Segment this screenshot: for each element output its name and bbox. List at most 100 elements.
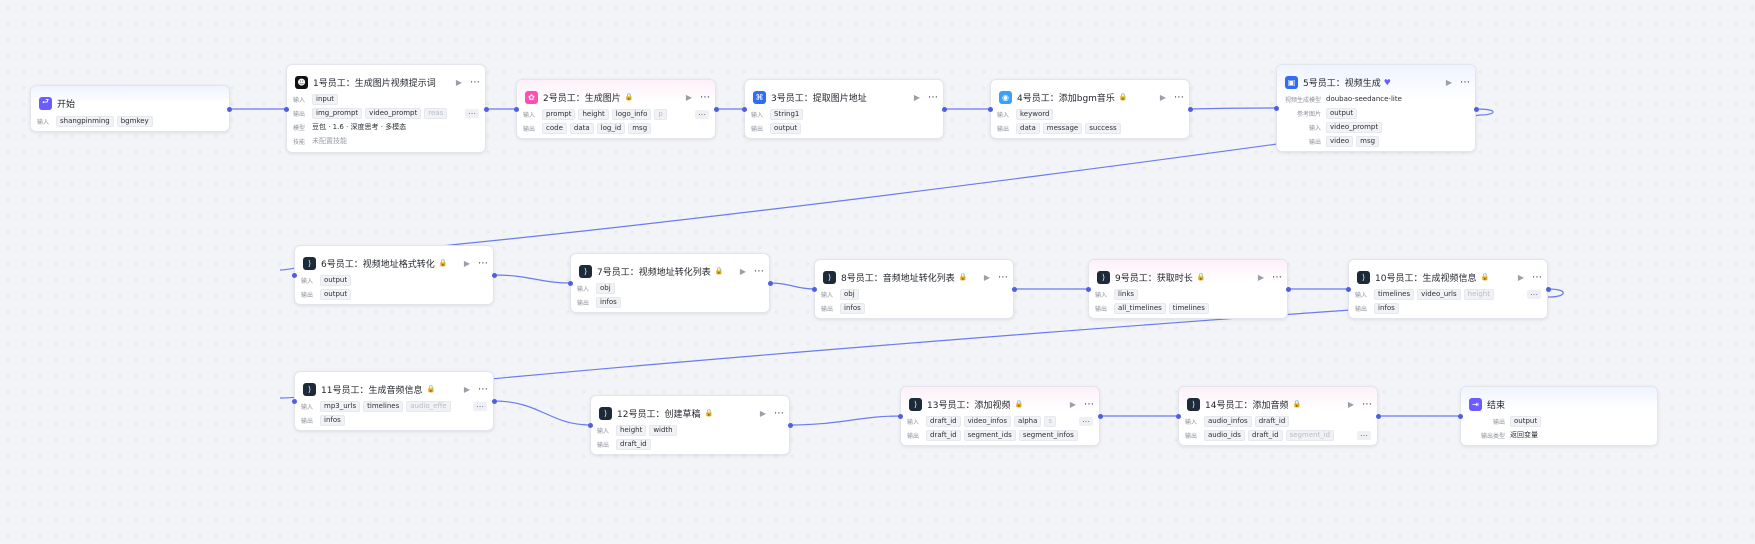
input-port[interactable]: [514, 107, 519, 112]
input-port[interactable]: [1086, 287, 1091, 292]
more-icon[interactable]: ⋯: [473, 401, 487, 411]
output-port[interactable]: [714, 107, 719, 112]
play-icon[interactable]: ▶: [983, 272, 990, 282]
play-icon[interactable]: ▶: [759, 408, 766, 418]
output-port[interactable]: [788, 423, 793, 428]
play-icon[interactable]: ▶: [1445, 77, 1452, 87]
input-port[interactable]: [292, 399, 297, 404]
output-port[interactable]: [484, 107, 489, 112]
play-icon[interactable]: ▶: [463, 258, 470, 268]
input-port[interactable]: [292, 273, 297, 278]
play-icon[interactable]: ▶: [1069, 399, 1076, 409]
skill-value: 未配置技能: [312, 137, 347, 145]
end-icon: ⇥: [1469, 397, 1482, 411]
model-name: 豆包 · 1.6 · 深度思考 · 多模态: [312, 123, 407, 131]
play-icon[interactable]: ▶: [463, 384, 470, 394]
output-port[interactable]: [768, 281, 773, 286]
code-icon: ⟩: [1357, 270, 1370, 284]
input-port[interactable]: [1458, 414, 1463, 419]
output-port[interactable]: [1188, 107, 1193, 112]
output-port[interactable]: [492, 273, 497, 278]
video-gen-icon: ▣: [1285, 75, 1298, 89]
more-icon[interactable]: ⋯: [1527, 289, 1541, 299]
more-icon[interactable]: ⋯: [1079, 416, 1093, 426]
more-icon[interactable]: ⋯: [1084, 398, 1094, 410]
output-port[interactable]: [942, 107, 947, 112]
node-title: 8号员工：音频地址转化列表: [841, 273, 955, 284]
input-port[interactable]: [898, 414, 903, 419]
output-port[interactable]: [1286, 287, 1291, 292]
param-tag: infos: [840, 302, 865, 314]
row-label: 输入: [1355, 291, 1368, 299]
more-icon[interactable]: ⋯: [774, 407, 784, 419]
more-icon[interactable]: ⋯: [1532, 271, 1542, 283]
output-port[interactable]: [1012, 287, 1017, 292]
play-icon[interactable]: ▶: [913, 92, 920, 102]
input-port[interactable]: [568, 281, 573, 286]
output-port[interactable]: [227, 107, 232, 112]
more-icon[interactable]: ⋯: [928, 91, 938, 103]
more-icon[interactable]: ⋯: [478, 383, 488, 395]
row-label: 输入: [907, 418, 920, 426]
play-icon[interactable]: ▶: [1159, 92, 1166, 102]
output-port[interactable]: [1376, 414, 1381, 419]
more-icon[interactable]: ⋯: [1362, 398, 1372, 410]
input-port[interactable]: [1274, 106, 1279, 111]
play-icon[interactable]: ▶: [455, 77, 462, 87]
more-icon[interactable]: ⋯: [1357, 430, 1371, 440]
play-icon[interactable]: ▶: [1257, 272, 1264, 282]
output-port[interactable]: [492, 399, 497, 404]
input-port[interactable]: [1176, 414, 1181, 419]
more-icon[interactable]: ⋯: [478, 257, 488, 269]
play-icon[interactable]: ▶: [1347, 399, 1354, 409]
more-icon[interactable]: ⋯: [998, 271, 1008, 283]
output-port[interactable]: [1098, 414, 1103, 419]
more-icon[interactable]: ⋯: [1460, 76, 1470, 88]
input-port[interactable]: [988, 107, 993, 112]
more-icon[interactable]: ⋯: [1272, 271, 1282, 283]
node-title: 13号员工：添加视频: [927, 400, 1011, 411]
param-tag: success: [1085, 122, 1121, 134]
play-icon[interactable]: ▶: [685, 92, 692, 102]
param-tag: draft_id: [926, 415, 961, 427]
heart-icon: ♥: [1383, 77, 1391, 87]
param-tag: data: [569, 122, 594, 134]
more-icon[interactable]: ⋯: [695, 109, 709, 119]
play-icon[interactable]: ▶: [739, 266, 746, 276]
more-icon[interactable]: ⋯: [754, 265, 764, 277]
input-port[interactable]: [1346, 287, 1351, 292]
lock-icon: 🔒: [714, 267, 724, 275]
input-port[interactable]: [588, 423, 593, 428]
row-label: 输入: [301, 403, 314, 411]
output-port[interactable]: [1474, 107, 1479, 112]
input-port[interactable]: [742, 107, 747, 112]
lock-icon: 🔒: [438, 259, 448, 267]
lock-icon: 🔒: [1118, 93, 1128, 101]
more-icon[interactable]: ⋯: [1174, 91, 1184, 103]
play-icon[interactable]: ▶: [1517, 272, 1524, 282]
code-icon: ⟩: [579, 264, 592, 278]
more-icon[interactable]: ⋯: [700, 91, 710, 103]
more-icon[interactable]: ⋯: [470, 76, 480, 88]
param-tag: reas: [424, 107, 448, 119]
input-port[interactable]: [812, 287, 817, 292]
output-port[interactable]: [1546, 287, 1551, 292]
input-port[interactable]: [284, 107, 289, 112]
more-icon[interactable]: ⋯: [465, 108, 479, 118]
